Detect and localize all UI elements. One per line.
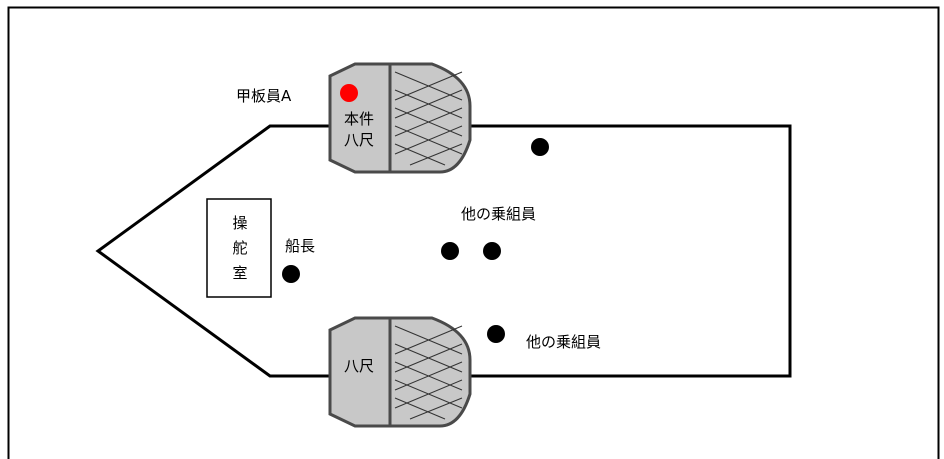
crew-marker-3 bbox=[483, 242, 501, 260]
captain-label: 船長 bbox=[285, 237, 315, 255]
net-bottom-label: 八尺 bbox=[344, 357, 374, 375]
wheelhouse-label-3: 室 bbox=[232, 264, 247, 282]
boat-bow-outline bbox=[95, 124, 332, 378]
crew-marker-2 bbox=[441, 242, 459, 260]
wheelhouse-label-1: 操 bbox=[232, 214, 247, 232]
wheelhouse-box bbox=[206, 198, 272, 298]
net-roller-bottom bbox=[328, 316, 472, 428]
wheelhouse-label-2: 舵 bbox=[232, 239, 247, 257]
boat-hull-outline bbox=[470, 124, 792, 378]
deckhand-a-marker bbox=[340, 84, 358, 102]
frame-border bbox=[7, 6, 940, 459]
crew-marker-4 bbox=[487, 325, 505, 343]
net-top-label-2: 八尺 bbox=[344, 131, 374, 149]
net-roller-top-mesh-area bbox=[388, 62, 472, 174]
net-roller-top-mesh bbox=[394, 71, 463, 166]
other-crew-label-2: 他の乗組員 bbox=[526, 333, 601, 351]
net-roller-bottom-mesh bbox=[394, 325, 463, 420]
net-roller-bottom-mesh-area bbox=[388, 316, 472, 428]
net-top-label-1: 本件 bbox=[344, 110, 374, 128]
captain-marker bbox=[282, 265, 300, 283]
other-crew-label-1: 他の乗組員 bbox=[461, 205, 536, 223]
net-roller-top bbox=[328, 62, 472, 174]
deckhand-a-label: 甲板員A bbox=[236, 87, 292, 105]
crew-marker-1 bbox=[531, 138, 549, 156]
